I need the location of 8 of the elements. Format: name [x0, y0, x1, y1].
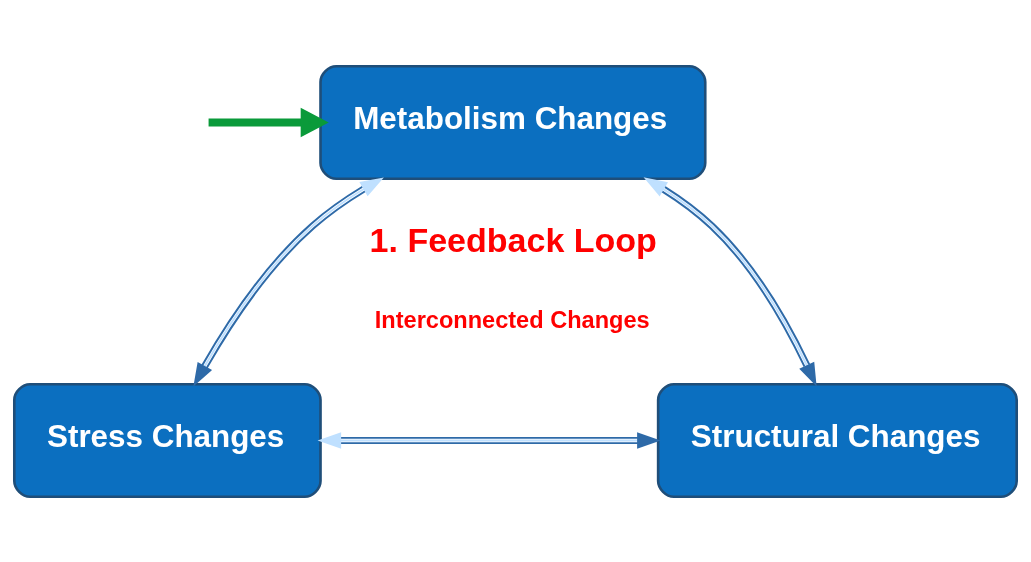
node-box: Metabolism Changes — [319, 64, 707, 180]
arrow — [643, 176, 817, 387]
node-box: Structural Changes — [656, 382, 1018, 498]
label: 1. Feedback Loop — [369, 220, 657, 259]
node-box: Stress Changes — [13, 382, 322, 498]
arrow — [317, 431, 661, 449]
label: Interconnected Changes — [374, 306, 650, 333]
arrow — [193, 176, 384, 387]
